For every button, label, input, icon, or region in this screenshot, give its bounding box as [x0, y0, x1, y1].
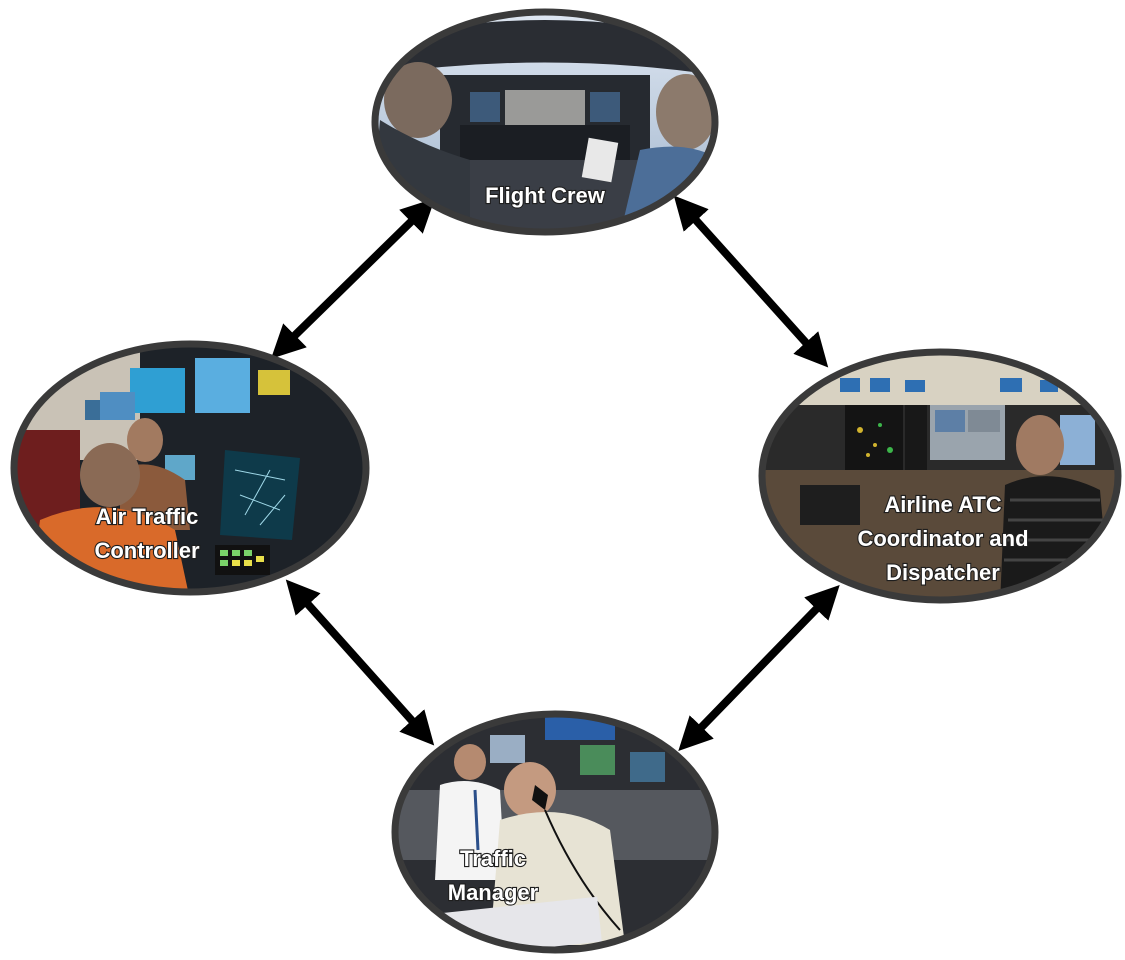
air-traffic-controller-photo — [14, 344, 366, 592]
node-flight-crew: Flight Crew — [371, 8, 719, 236]
air-traffic-controller-label-line1: Air Traffic — [96, 504, 199, 529]
arrow-flight-crew-airline-atc — [673, 195, 829, 368]
node-airline-atc: Airline ATC Coordinator and Dispatcher — [758, 348, 1122, 604]
traffic-manager-photo — [395, 714, 715, 950]
arrow-airline-atc-traffic-manager — [678, 584, 840, 752]
arrows — [270, 195, 840, 752]
traffic-manager-label-line2: Manager — [448, 880, 539, 905]
airline-atc-label-line1: Airline ATC — [884, 492, 1001, 517]
air-traffic-controller-label-line2: Controller — [94, 538, 200, 563]
airline-atc-label-line2: Coordinator and — [857, 526, 1028, 551]
flight-crew-label: Flight Crew — [485, 183, 606, 208]
traffic-manager-label-line1: Traffic — [460, 846, 526, 871]
arrow-air-traffic-controller-traffic-manager — [285, 579, 435, 746]
node-air-traffic-controller: Air Traffic Controller — [10, 340, 370, 596]
node-traffic-manager: Traffic Manager — [391, 710, 719, 954]
arrow-flight-crew-air-traffic-controller — [270, 198, 436, 359]
airline-atc-label-line3: Dispatcher — [886, 560, 1000, 585]
